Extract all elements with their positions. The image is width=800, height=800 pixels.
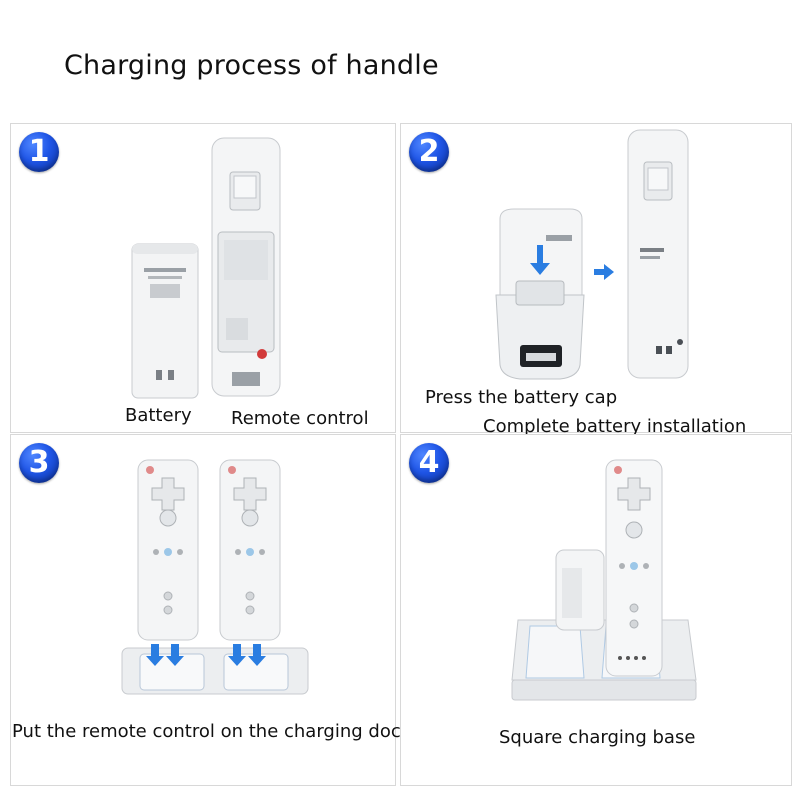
step-2-badge: 2 — [409, 132, 449, 172]
caption-put-on-dock: Put the remote control on the charging d… — [12, 721, 412, 742]
step-3-badge: 3 — [19, 443, 59, 483]
caption-complete-installation: Complete battery installation — [483, 416, 747, 437]
right-arrow-icon — [594, 264, 614, 280]
remote-complete-illustration — [627, 129, 689, 379]
caption-square-charging-base: Square charging base — [499, 727, 696, 748]
caption-battery: Battery — [125, 405, 192, 426]
battery-illustration — [131, 243, 199, 399]
step-1-badge: 1 — [19, 132, 59, 172]
page-title: Charging process of handle — [64, 50, 439, 81]
step-2-panel — [400, 123, 792, 433]
dual-charging-dock-illustration — [121, 459, 309, 695]
remote-back-illustration — [211, 137, 281, 397]
step-3-panel — [10, 434, 396, 786]
step-4-badge: 4 — [409, 443, 449, 483]
remote-battery-cap-illustration — [495, 208, 585, 380]
square-charging-base-illustration — [511, 459, 697, 701]
caption-press-battery-cap: Press the battery cap — [425, 387, 618, 408]
caption-remote-control: Remote control — [231, 408, 369, 429]
step-1-panel — [10, 123, 396, 433]
